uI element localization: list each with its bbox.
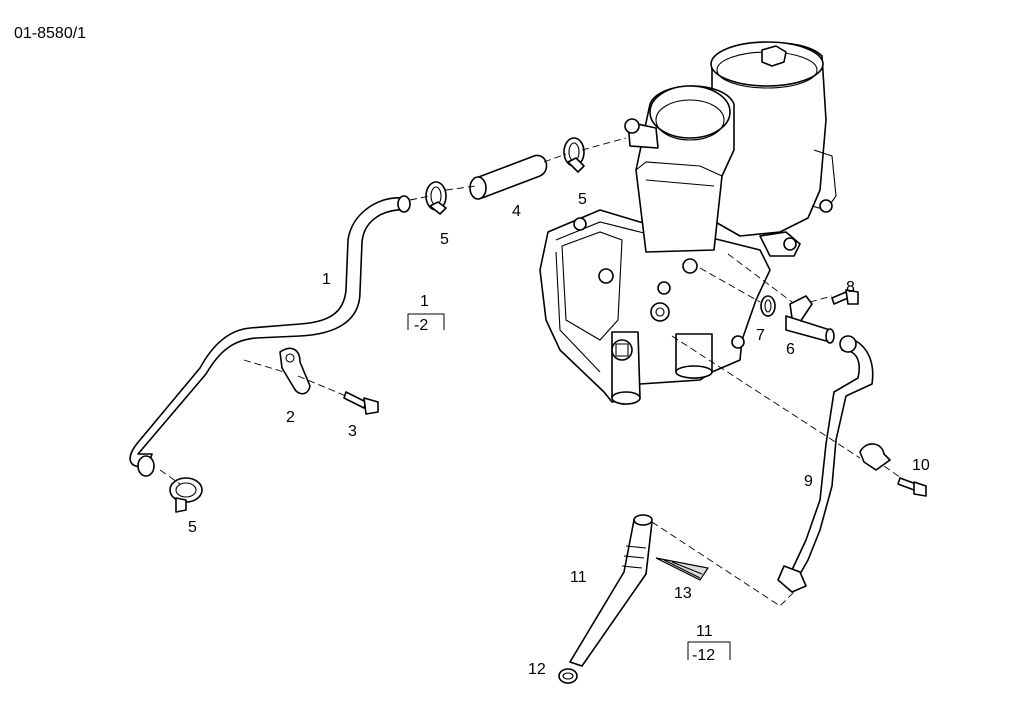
clip-10 — [859, 443, 891, 471]
callout-12: 12 — [528, 661, 546, 678]
reference-11-12: 11 -12 — [687, 623, 731, 664]
callout-1: 1 — [322, 271, 331, 288]
hose-1 — [129, 195, 411, 477]
callout-7: 7 — [756, 327, 765, 344]
hose-clamp-5a — [425, 181, 447, 215]
reference-11-bottom: -12 — [692, 647, 715, 664]
callout-9: 9 — [804, 473, 813, 490]
callout-2: 2 — [286, 409, 295, 426]
reference-11-top: 11 — [696, 623, 713, 640]
tag-13 — [655, 557, 710, 581]
callout-5-a: 5 — [440, 231, 449, 248]
bolt-8 — [831, 289, 859, 305]
reference-1-top: 1 — [420, 293, 429, 310]
banjo-fitting-6 — [785, 295, 835, 344]
bracket-2 — [279, 347, 311, 395]
callout-3: 3 — [348, 423, 357, 440]
seal-ring-12 — [558, 668, 578, 684]
hose-clamp-5b — [563, 137, 585, 173]
reference-1-bottom: -2 — [414, 317, 428, 334]
hose-clamp-5c — [169, 477, 203, 513]
dipstick-tube-11 — [569, 514, 653, 667]
callout-10: 10 — [912, 457, 930, 474]
oil-filter-housing — [539, 41, 837, 405]
callout-8: 8 — [846, 279, 855, 296]
callout-6: 6 — [786, 341, 795, 358]
callout-5-b: 5 — [578, 191, 587, 208]
callout-13: 13 — [674, 585, 692, 602]
seal-ring-7 — [760, 295, 776, 317]
callout-11: 11 — [570, 569, 587, 586]
callout-4: 4 — [512, 203, 521, 220]
drawing-code: 01-8580/1 — [14, 25, 86, 42]
reference-1-2: 1 -2 — [407, 293, 445, 334]
hose-4 — [469, 154, 548, 200]
bolt-3 — [343, 391, 379, 415]
bolt-10 — [897, 477, 927, 497]
leader-lines — [159, 137, 905, 607]
callout-5-c: 5 — [188, 519, 197, 536]
oil-line-9 — [777, 335, 874, 593]
